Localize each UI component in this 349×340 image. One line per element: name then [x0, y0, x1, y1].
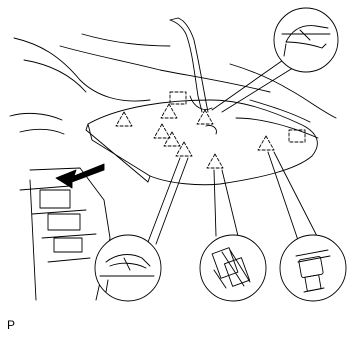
lower-console-panel [19, 167, 111, 301]
clip-triangle-icon [163, 131, 181, 147]
claw-square-icon [169, 91, 187, 105]
claw-square-icon [288, 129, 306, 143]
console-panel-plate [85, 99, 318, 186]
clip-triangle-icon [206, 153, 224, 169]
dashboard-background [9, 33, 337, 139]
clip-triangle-icon [153, 123, 171, 139]
clip-triangle-icon [196, 109, 214, 125]
figure-label: P [7, 318, 16, 332]
claw-markers [169, 91, 306, 143]
leader-lines [147, 57, 321, 247]
clip-triangle-icon [257, 135, 275, 151]
detail-callout-clip-1 [94, 234, 162, 302]
clip-triangle-icon [115, 111, 133, 127]
detail-callout-claw [273, 7, 339, 73]
removal-arrow-icon [55, 163, 105, 189]
detail-callout-clip-3 [279, 234, 347, 302]
detail-callout-clip-2 [199, 234, 267, 302]
shift-lever [169, 17, 213, 113]
clip-triangle-icon [160, 103, 178, 119]
clip-triangle-icon [175, 141, 193, 157]
clip-markers [115, 103, 275, 169]
